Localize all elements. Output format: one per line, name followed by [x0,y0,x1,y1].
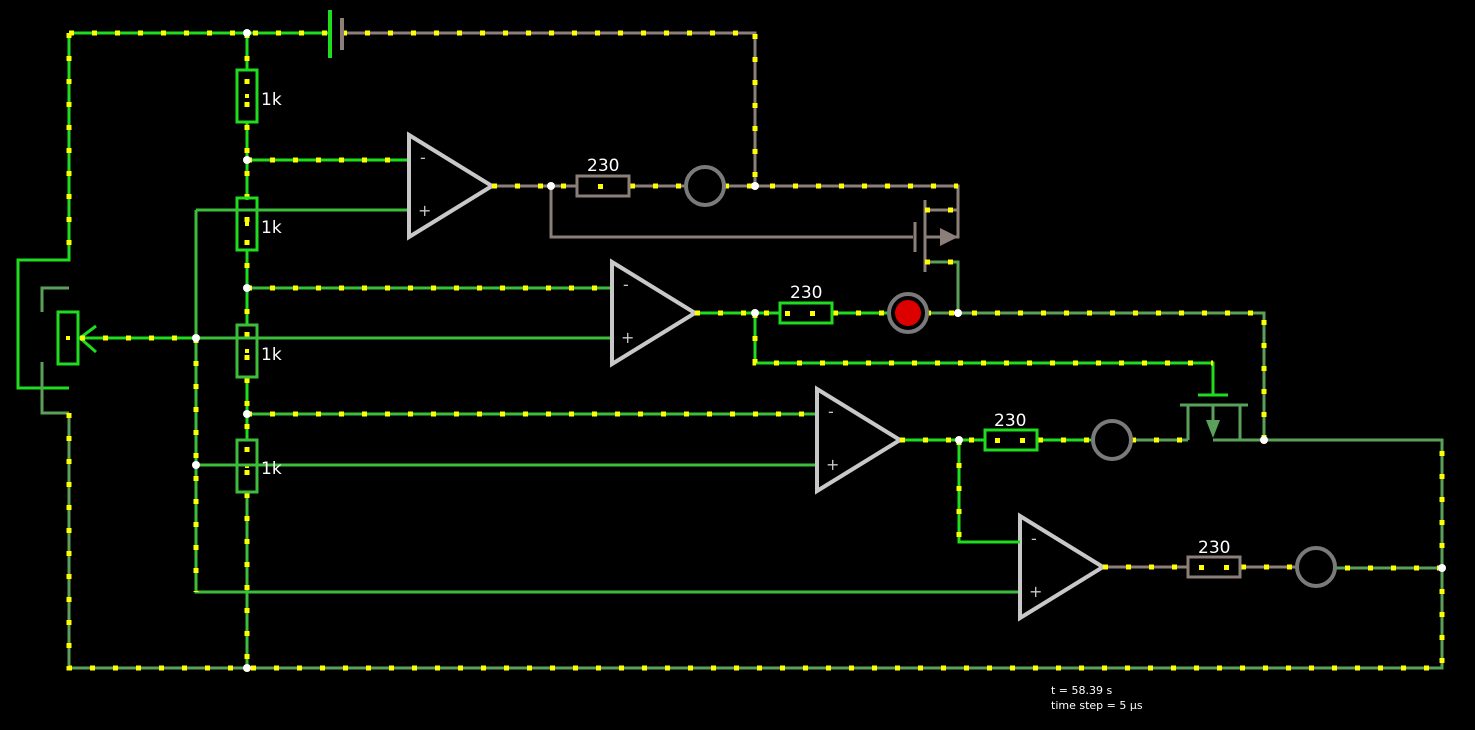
stage-1-output [492,183,960,239]
simulation-time: t = 58.39 s [1051,684,1113,697]
opamp-3-plus: + [826,455,839,474]
stage-3-output [900,437,1264,544]
opamp-4-minus: - [1031,529,1037,548]
resistor-r3-value: 1k [261,345,282,365]
opamp-2-minus: - [623,275,629,294]
led-resistor-2-value: 230 [790,283,823,303]
opamp-1-minus: - [420,148,426,167]
opamp-3[interactable] [815,385,904,495]
opamp-4[interactable] [1018,512,1107,622]
led-resistor-1[interactable] [575,174,631,198]
battery[interactable] [328,10,344,58]
resistor-r3[interactable] [235,323,259,379]
minus-input-taps [247,157,818,417]
opamp-2[interactable] [610,258,699,368]
resistor-r1-value: 1k [261,90,282,110]
resistor-r2[interactable] [235,196,259,252]
led-3[interactable] [1091,419,1133,461]
potentiometer[interactable] [40,286,196,415]
bottom-rail [66,413,1445,671]
transistor-1[interactable] [913,200,960,313]
simulation-time-step: time step = 5 μs [1051,699,1143,712]
led-resistor-1-value: 230 [587,156,620,176]
junction-nodes [192,29,1446,672]
opamp-4-plus: + [1029,582,1042,601]
opamp-1-plus: + [418,201,431,220]
led-resistor-3[interactable] [983,428,1039,452]
transistor-2[interactable] [1180,393,1248,440]
opamp-2-plus: + [621,328,634,347]
top-rail [16,30,758,390]
resistor-r2-value: 1k [261,218,282,238]
led-resistor-2[interactable] [778,301,834,325]
led-resistor-3-value: 230 [994,411,1027,431]
opamp-3-minus: - [828,402,834,421]
resistor-r4-value: 1k [261,459,282,479]
plus-input-feeder [193,208,1020,594]
led-resistor-4-value: 230 [1198,538,1231,558]
led-2[interactable] [887,292,929,334]
stage-2-output [695,310,1267,440]
resistor-r1[interactable] [235,68,259,124]
led-4[interactable] [1295,546,1337,588]
led-resistor-4[interactable] [1186,555,1242,579]
led-1[interactable] [684,165,726,207]
opamp-1[interactable] [407,131,496,241]
